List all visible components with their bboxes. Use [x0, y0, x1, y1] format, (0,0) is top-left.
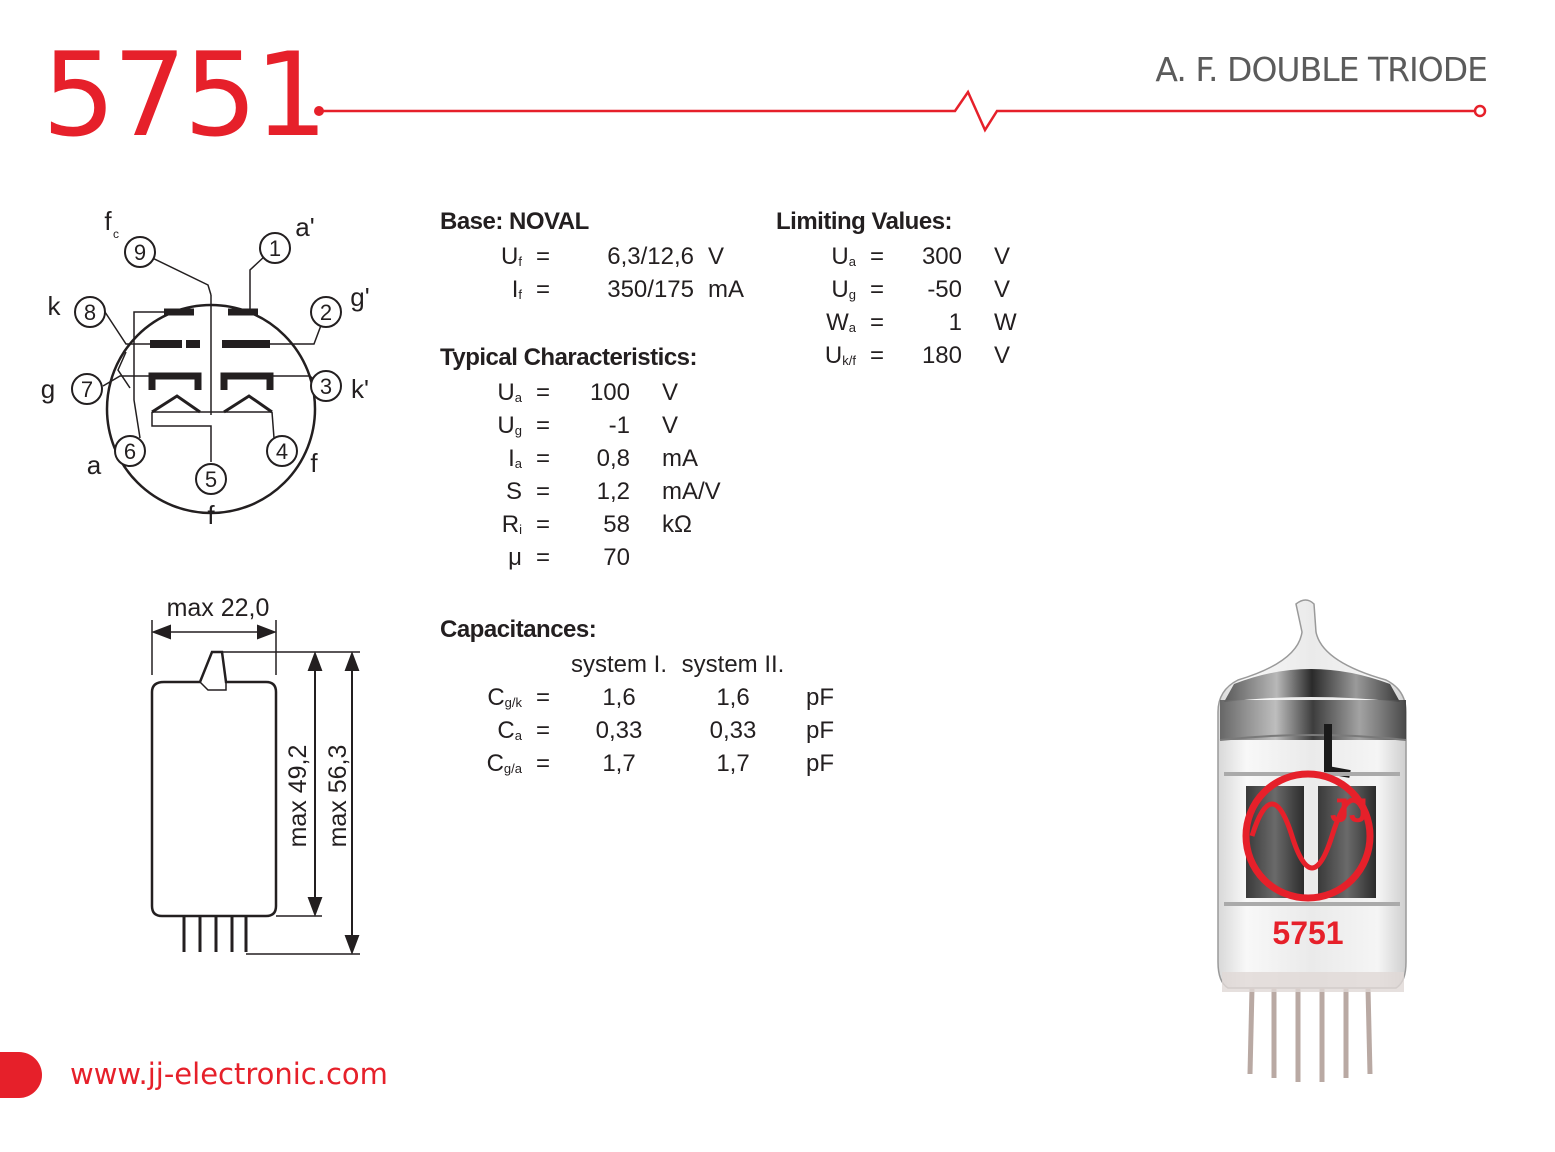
typical-characteristics-table: Ua = 100 V Ug = -1 V Ia = 0,8 mA S = 1,2…: [482, 376, 721, 574]
footer-website-link[interactable]: www.jj-electronic.com: [70, 1057, 388, 1091]
pin-3-number: 3: [320, 374, 332, 399]
tube-photo: JJ 5751: [1217, 599, 1407, 1082]
pin-5-label: f: [207, 500, 215, 530]
tube-type-title: A. F. DOUBLE TRIODE: [1155, 50, 1488, 89]
pin-6-label: a: [87, 450, 102, 480]
tube-photo-print: 5751: [1272, 915, 1343, 951]
pin-diagram: 1 2 3 4 5 6 7 8 9 a' g' k' f f a g k f c: [41, 206, 370, 530]
pin-5-number: 5: [205, 467, 217, 492]
system-1-header: system I.: [570, 650, 667, 678]
heater-voltage-value: 6,3/12,6: [607, 242, 694, 270]
pin-9-number: 9: [134, 240, 146, 265]
heater-table: Uf = 6,3/12,6 V If = 350/175 mA: [482, 240, 744, 306]
header-divider-line: [314, 89, 1487, 133]
limiting-row: Ua = 300 V: [831, 242, 1011, 270]
jj-logo-icon: [1242, 770, 1374, 902]
capacitances-row: Ca = 0,33 0,33 pF: [497, 716, 835, 744]
pin-6-number: 6: [124, 439, 136, 464]
capacitances-table: system I. system II. Cg/k = 1,6 1,6 pF C…: [470, 648, 842, 780]
tube-number: 5751: [42, 28, 328, 163]
typical-characteristics-title: Typical Characteristics:: [440, 344, 698, 371]
jj-logo-text: JJ: [1330, 792, 1368, 830]
system-2-header: system II.: [681, 650, 785, 678]
typical-row: Ia = 0,8 mA: [508, 444, 698, 472]
heater-row-current: If = 350/175 mA: [482, 273, 744, 306]
footer-accent-dot: [0, 1052, 42, 1098]
base-heading: Base: NOVAL: [440, 208, 589, 236]
limiting-row: Wa = 1 W: [826, 308, 1017, 336]
capacitances-title: Capacitances:: [440, 616, 597, 643]
limiting-values-table: Ua = 300 V Ug = -50 V Wa = 1 W Uk/f = 18…: [806, 240, 1017, 372]
typical-row: S = 1,2 mA/V: [505, 477, 721, 505]
typical-row: Ua = 100 V: [497, 378, 679, 406]
total-height-dimension-label: max 56,3: [324, 745, 352, 848]
typical-row: Ug = -1 V: [497, 411, 679, 439]
capacitances-row: Cg/k = 1,6 1,6 pF: [487, 683, 835, 711]
pin-7-label: g: [41, 374, 55, 404]
pin-4-number: 4: [276, 439, 288, 464]
pin-3-label: k': [351, 374, 369, 404]
pin-1-label: a': [295, 212, 314, 242]
typical-row: μ = 70: [508, 543, 630, 571]
limiting-row: Uk/f = 180 V: [824, 341, 1011, 369]
dimension-drawing: max 22,0 max 49,2 max 56,3: [150, 594, 360, 955]
pin-8-label: k: [48, 291, 62, 321]
heater-current-value: 350/175: [607, 275, 694, 303]
pin-9-label-sub: c: [113, 227, 119, 241]
capacitances-row: Cg/a = 1,7 1,7 pF: [486, 749, 835, 777]
pin-7-number: 7: [81, 377, 93, 402]
limiting-values-title: Limiting Values:: [776, 208, 953, 235]
limiting-row: Ug = -50 V: [831, 275, 1011, 303]
pin-2-number: 2: [320, 300, 332, 325]
base-value: NOVAL: [509, 208, 589, 235]
heater-row-voltage: Uf = 6,3/12,6 V: [482, 240, 744, 273]
pin-9-label: f: [104, 206, 112, 236]
pin-2-label: g': [350, 282, 369, 312]
body-height-dimension-label: max 49,2: [284, 745, 312, 848]
pin-8-number: 8: [84, 300, 96, 325]
typical-row: Ri = 58 kΩ: [501, 510, 692, 538]
pin-4-label: f: [310, 448, 318, 478]
width-dimension-label: max 22,0: [167, 594, 270, 622]
base-label: Base:: [440, 208, 503, 235]
capacitances-header-row: system I. system II.: [470, 648, 842, 681]
pin-1-number: 1: [269, 236, 281, 261]
